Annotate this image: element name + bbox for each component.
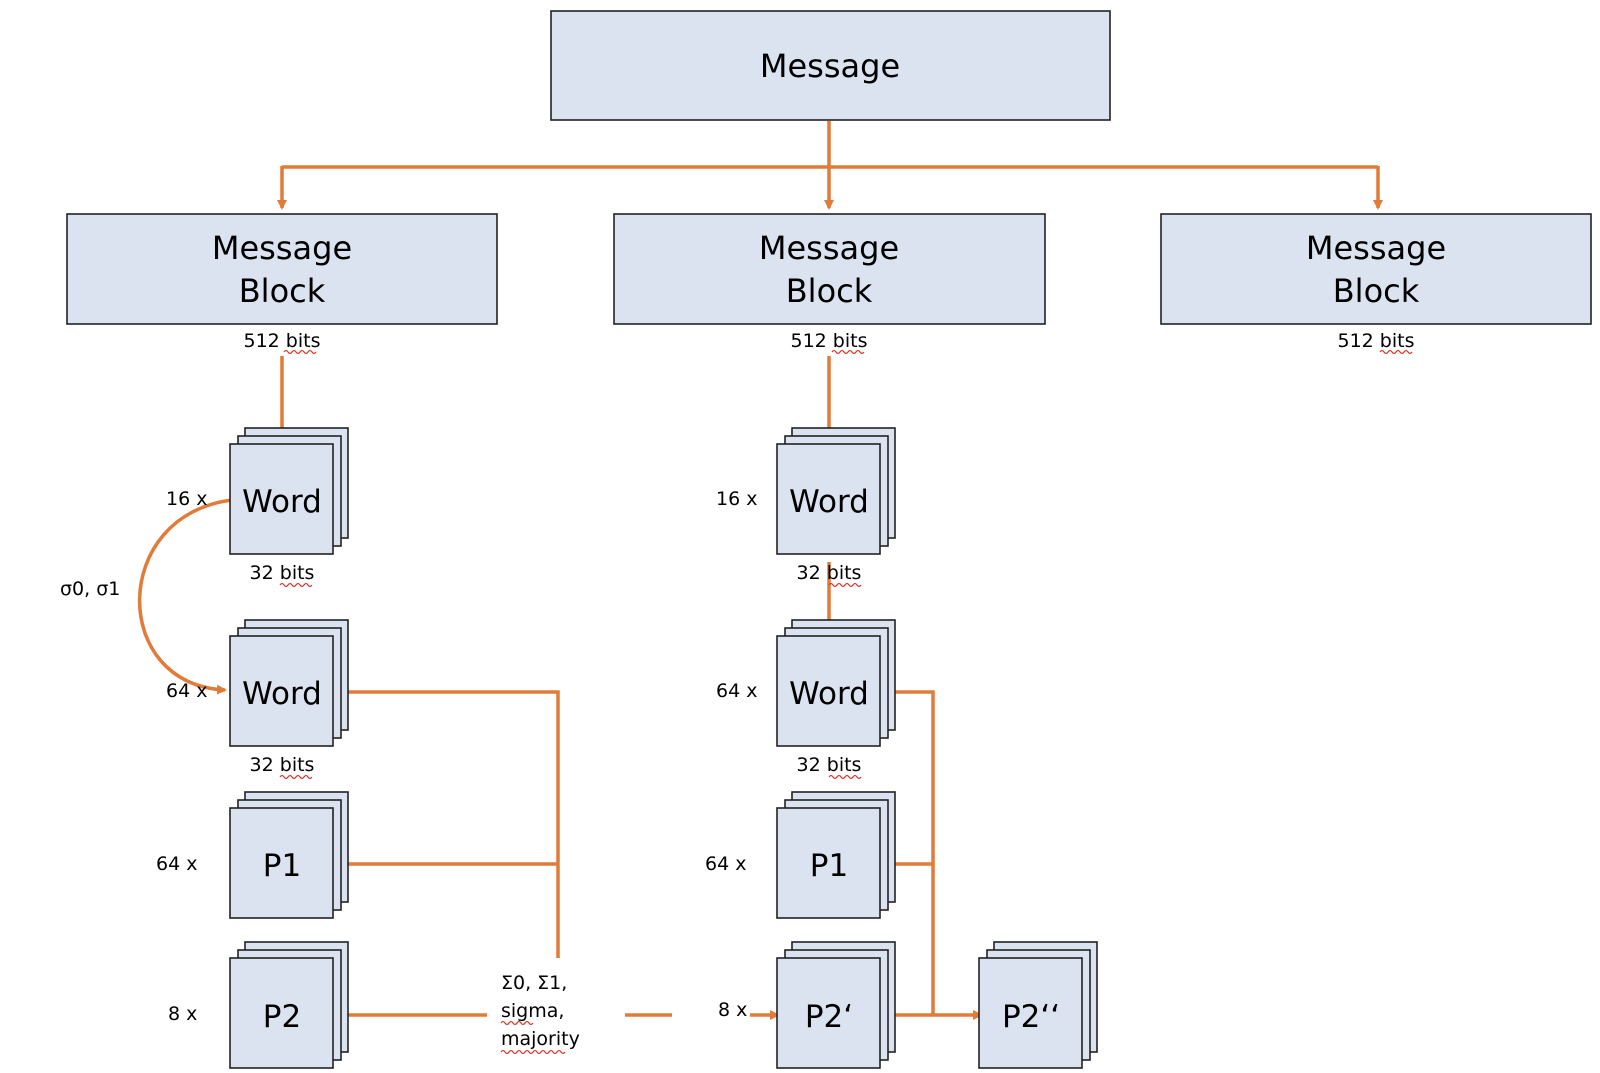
block2-bits: 512 bits — [791, 330, 868, 352]
p2doubleprime-stack: P2‘‘ — [978, 941, 1098, 1069]
mid-word64-bus — [883, 690, 935, 1015]
mid-p1-stack: P1 — [776, 791, 896, 919]
connectors — [137, 121, 1383, 1020]
block1-line2: Block — [239, 272, 326, 310]
left-p1-count: 64 x — [156, 853, 197, 875]
left-word16-label: Word — [242, 484, 322, 520]
left-word16-count: 16 x — [166, 488, 207, 510]
message-block-3: Message Block 512 bits — [1160, 213, 1592, 355]
left-word16-stack: Word — [229, 427, 349, 555]
left-p2-stack: P2 — [229, 941, 349, 1069]
message-block-2: Message Block 512 bits — [613, 213, 1046, 355]
block2-line1: Message — [759, 229, 899, 267]
ops-line1: Σ0, Σ1, — [501, 972, 567, 994]
message-box: Message — [550, 10, 1111, 121]
mid-word16-label: Word — [789, 484, 869, 520]
left-p1-stack: P1 — [229, 791, 349, 919]
left-word64-count: 64 x — [166, 680, 207, 702]
block2-line2: Block — [786, 272, 873, 310]
ops-line2: sigma, — [501, 1000, 564, 1022]
mid-p1-count: 64 x — [705, 853, 746, 875]
block3-line1: Message — [1306, 229, 1446, 267]
mid-word64-count: 64 x — [716, 680, 757, 702]
block1-bits: 512 bits — [244, 330, 321, 352]
mid-word64-bits: 32 bits — [797, 754, 862, 776]
left-word64-label: Word — [242, 676, 322, 712]
mid-p2prime-label: P2‘ — [805, 999, 853, 1035]
p2doubleprime-label: P2‘‘ — [1002, 999, 1060, 1035]
mid-p2prime-count: 8 x — [718, 999, 747, 1021]
ops-line3: majority — [501, 1028, 580, 1050]
sigma-expansion-curve — [137, 498, 233, 695]
left-word64-stack: Word — [229, 619, 349, 747]
left-p2-label: P2 — [263, 999, 301, 1035]
left-word16-bits: 32 bits — [250, 562, 315, 584]
mid-p2prime-stack: P2‘ — [776, 941, 896, 1069]
block1-line1: Message — [212, 229, 352, 267]
left-p1-label: P1 — [263, 848, 301, 884]
message-label: Message — [760, 47, 900, 85]
left-p2-count: 8 x — [168, 1003, 197, 1025]
mid-p1-label: P1 — [810, 848, 848, 884]
mid-word16-stack: Word — [776, 427, 896, 555]
ops-label: Σ0, Σ1, sigma, majority — [500, 972, 580, 1055]
mid-word64-label: Word — [789, 676, 869, 712]
mid-word64-stack: Word — [776, 619, 896, 747]
mid-word16-bits: 32 bits — [797, 562, 862, 584]
sigma-small-label: σ0, σ1 — [60, 578, 120, 600]
left-word64-bits: 32 bits — [250, 754, 315, 776]
block3-bits: 512 bits — [1338, 330, 1415, 352]
mid-word16-count: 16 x — [716, 488, 757, 510]
block3-line2: Block — [1333, 272, 1420, 310]
left-word64-bus — [335, 690, 560, 958]
message-block-1: Message Block 512 bits — [66, 213, 498, 355]
